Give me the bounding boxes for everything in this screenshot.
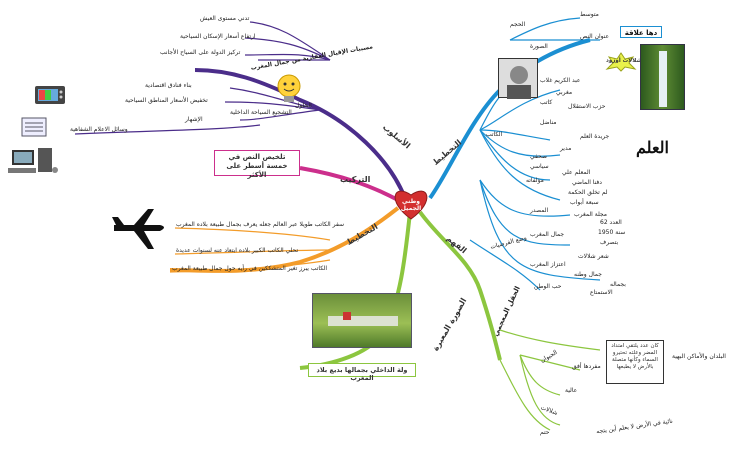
portrait-photo: [498, 58, 538, 99]
works-label: مؤلفاته: [526, 177, 544, 184]
airplane-icon: [110, 205, 170, 253]
branch-styles-line: [194, 68, 407, 199]
place-2: شعر شلالات: [578, 253, 609, 260]
place-3: اعتزاز المغرب: [530, 261, 566, 268]
newspaper-logo: العلم: [636, 138, 686, 158]
symbol-caption-box: ولة الداخلي بجمالها بديع بلاد المغرب: [308, 363, 416, 382]
volume-label: الحجم: [510, 21, 526, 28]
place-1: جمال المغرب: [530, 231, 565, 238]
fact-4: مناضل: [540, 119, 557, 126]
logo-text: العلم: [636, 138, 669, 157]
waterfall-photo: [640, 44, 685, 110]
solutions-label: الحلول: [295, 102, 312, 109]
source-2: العدد 62: [600, 219, 622, 226]
solutions-item-2: تخفيض الأسعار المناطق السياحية: [125, 97, 208, 104]
theme-vocab-box: كان عدد يلتقي امتداد المضر وعلته تحتيرو …: [606, 340, 664, 384]
center-title: وطني الجميل: [400, 198, 422, 212]
source-label: المصدر: [530, 207, 549, 214]
source-4: بتصرف: [600, 239, 619, 246]
work-2: دفنا الماضي: [572, 179, 602, 186]
image-title: عنوان النص: [580, 33, 610, 40]
place-4: حب الوطن: [534, 283, 562, 290]
fact-6: مدير: [560, 145, 572, 152]
fact-1: مغربي: [556, 89, 573, 96]
source-1: مجلة المغرب: [574, 211, 608, 218]
theme-item-3: عالية: [565, 387, 578, 394]
header-writer: الكاتب: [486, 131, 503, 138]
badge-waterfall-label: شلالات أوزود: [606, 58, 642, 64]
computer-icon: [8, 146, 60, 176]
label-structure: التركيب: [340, 175, 371, 184]
theme-item-6: حتم: [540, 429, 550, 436]
structure-summary-box: تلخيص النص في خمسة أسطر على الأكثر: [214, 150, 300, 179]
styles-item-3: تركيز الدولة على السياح الأجانب: [160, 49, 241, 56]
theme-item-2: مفردها أفق: [572, 363, 601, 370]
work-3: لم تخلق الحكمة: [568, 189, 608, 196]
author-label: عبد الكريم غلاب: [540, 77, 581, 84]
fact-7: صحفي: [530, 153, 548, 160]
branch-structure-line: [299, 166, 399, 202]
work-1: المعلم علي: [562, 169, 591, 176]
lightbulb-icon: [272, 72, 306, 108]
fact-8: سياسي: [530, 163, 549, 170]
theme-vocab-header: البلدان والأماكن البهية: [672, 353, 726, 360]
plan-item-3: الكاتب يبرز تغير المتشككين في رأيه حول ج…: [172, 265, 328, 272]
newspaper-icon: [20, 116, 48, 138]
source-3: سنة 1950: [598, 229, 626, 236]
solutions-item-1: بناء فنادق اقتصادية: [145, 82, 192, 89]
heart-center-icon[interactable]: وطني الجميل: [390, 185, 432, 221]
media-label: وسائل الاعلام الشفاهية: [70, 126, 128, 133]
place-6: الاستمتاع: [590, 289, 613, 296]
fact-2: حزب الاستقلال: [568, 103, 606, 110]
badge-relation: دها علاقة: [620, 26, 662, 38]
tv-icon: [34, 84, 66, 108]
landscape-photo: [312, 293, 412, 348]
work-4: سبعة أبواب: [570, 199, 599, 206]
fact-3: كاتب: [540, 99, 553, 106]
fact-5: جريدة العلم: [580, 133, 610, 140]
plan-item-1: سفر الكاتب طويلا عبر العالم جعله يعرف بج…: [176, 221, 344, 228]
badge-waterfall: شلالات أوزود: [600, 52, 642, 72]
solutions-item-3: الإشهار: [185, 116, 203, 123]
solutions-sub: التشجيع السياحة الداخلية: [230, 109, 292, 116]
plan-item-2: تحلي الكاتب الكبير بلاده ابتعاد عنه لسنو…: [176, 247, 299, 254]
styles-item-1: تدني مستوى العيش: [200, 15, 250, 22]
image-label: الصورة: [530, 43, 548, 50]
branch-plan-line: [169, 206, 400, 273]
branch-theme-line: [418, 210, 502, 361]
place-5: جمال وطنه: [574, 271, 602, 278]
place-7: بجماله: [610, 281, 626, 288]
volume-value: متوسط: [580, 11, 599, 18]
styles-item-2: ارتفاع أسعار الإسكان السياحية: [180, 33, 256, 40]
